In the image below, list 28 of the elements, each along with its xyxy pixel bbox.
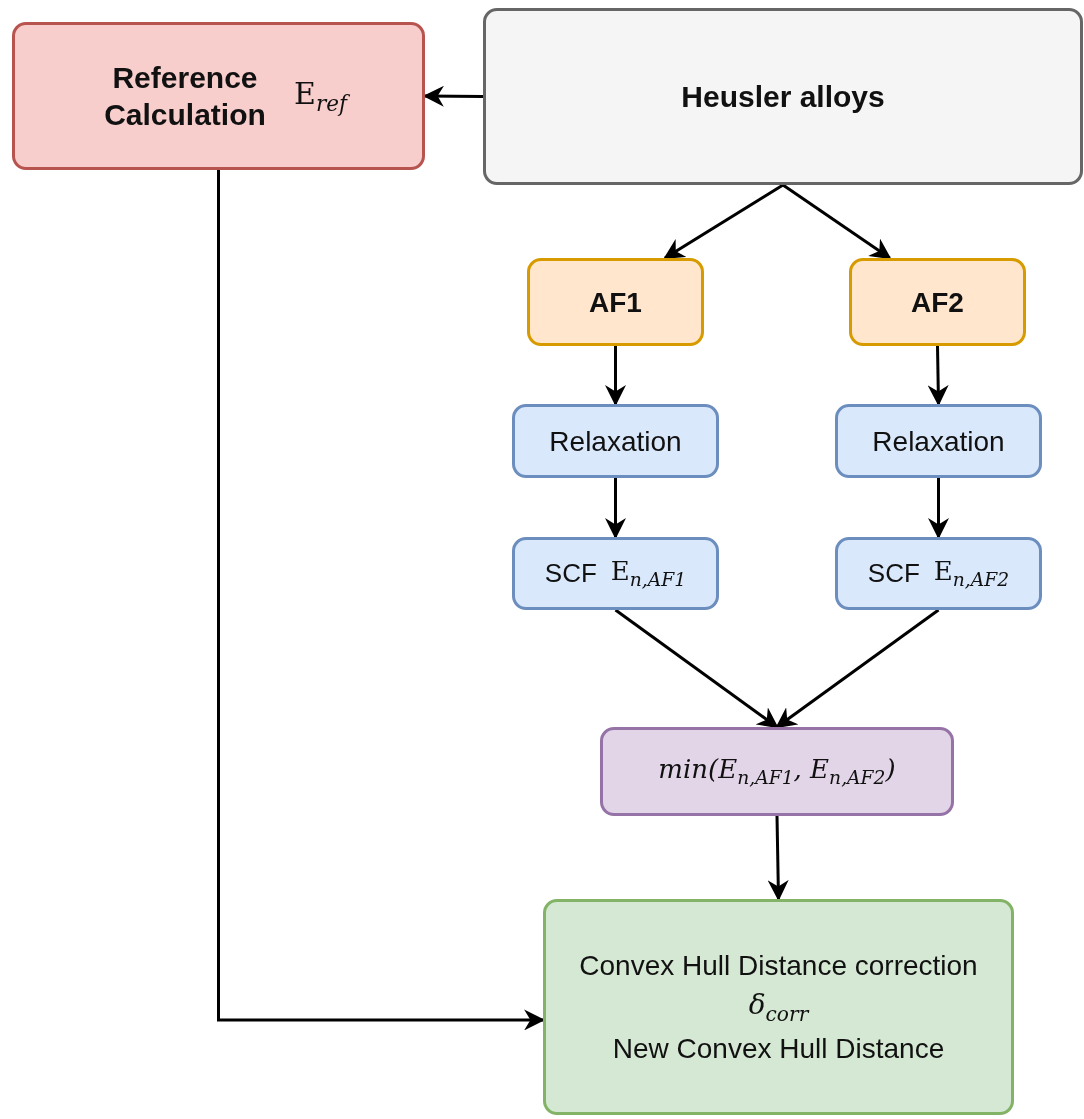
node-label: Relaxation	[872, 424, 1005, 459]
arrow	[614, 608, 779, 729]
node-label: New Convex Hull Distance	[612, 1031, 945, 1066]
node-label: Reference Calculation	[103, 59, 267, 133]
arrow	[782, 183, 892, 260]
node-label: Relaxation	[549, 424, 682, 459]
node-label: AF1	[589, 285, 642, 320]
math-label: δ$_{corr}$	[748, 987, 809, 1027]
arrow	[775, 608, 940, 729]
node-label: Convex Hull Distance correction	[579, 949, 978, 984]
node-label: Heusler alloys	[681, 78, 885, 115]
arrow	[663, 183, 784, 260]
process-box	[600, 727, 954, 816]
process-box	[483, 8, 1083, 185]
process-box	[835, 404, 1042, 478]
math-label: min(E$_{n,AF1}$, E$_{n,AF2}$)	[658, 753, 896, 790]
process-box	[512, 537, 719, 610]
process-box	[835, 537, 1042, 610]
process-box	[512, 404, 719, 478]
process-box	[543, 899, 1014, 1115]
process-box	[849, 258, 1026, 346]
node-label: SCF	[544, 557, 597, 590]
node-label: SCF	[867, 557, 920, 590]
math-label: E$_{n,AF1}$	[610, 555, 687, 592]
process-box	[527, 258, 704, 346]
node-label: AF2	[911, 285, 964, 320]
process-box	[12, 22, 425, 170]
math-label: E$_{n,AF2}$	[933, 555, 1010, 592]
